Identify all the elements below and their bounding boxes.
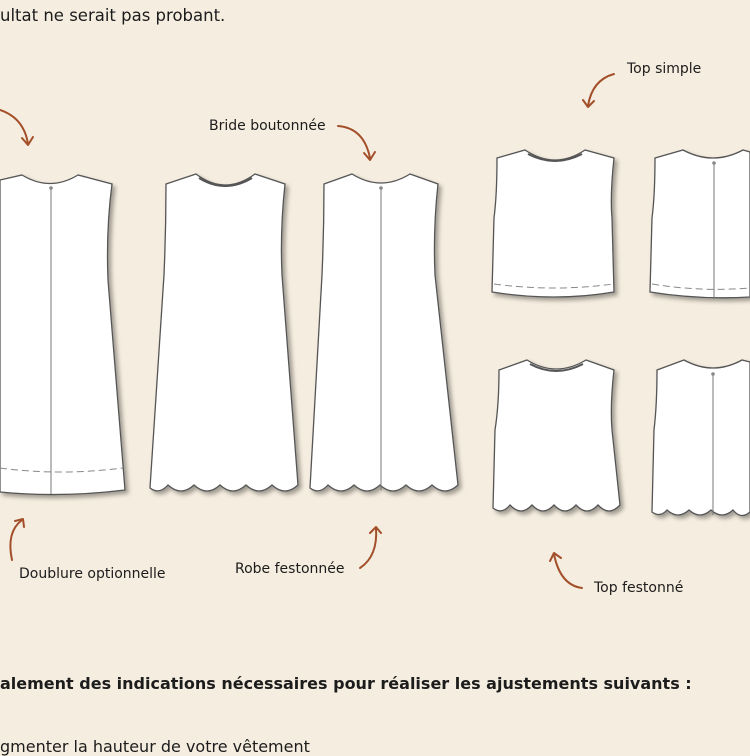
label-bride-boutonnee: Bride boutonnée [209, 118, 326, 134]
top-festonne-front [492, 359, 621, 512]
arrow-top-left-icon [0, 109, 34, 146]
hem-line [651, 283, 750, 290]
top-festonne-back [651, 359, 750, 517]
lining-hem-line [0, 467, 124, 473]
arrow-top-festonne-icon [549, 552, 583, 589]
button-dot [49, 186, 53, 190]
arrow-doublure-icon [9, 518, 25, 561]
label-doublure-optionnelle: Doublure optionnelle [19, 566, 166, 582]
button-dot [379, 186, 383, 190]
dress-doublure [0, 174, 126, 496]
intro-text: ultat ne serait pas probant. [0, 6, 226, 25]
arrow-top-simple-icon [582, 73, 615, 108]
button-dot [711, 372, 715, 376]
arrow-bride-icon [337, 125, 376, 161]
label-top-festonne: Top festonné [594, 580, 684, 596]
label-robe-festonnee: Robe festonnée [235, 561, 345, 577]
bullet-item: gmenter la hauteur de votre vêtement [0, 737, 310, 756]
dress-scalloped-back [309, 173, 459, 492]
label-top-simple: Top simple [627, 61, 702, 77]
dress-scalloped-front [149, 173, 299, 492]
top-simple-front [491, 149, 615, 298]
button-dot [712, 161, 716, 165]
section-heading: alement des indications nécessaires pour… [0, 674, 692, 693]
hem-line [493, 283, 614, 289]
arrow-robe-festonnee-icon [359, 526, 382, 569]
top-simple-back [649, 149, 750, 299]
